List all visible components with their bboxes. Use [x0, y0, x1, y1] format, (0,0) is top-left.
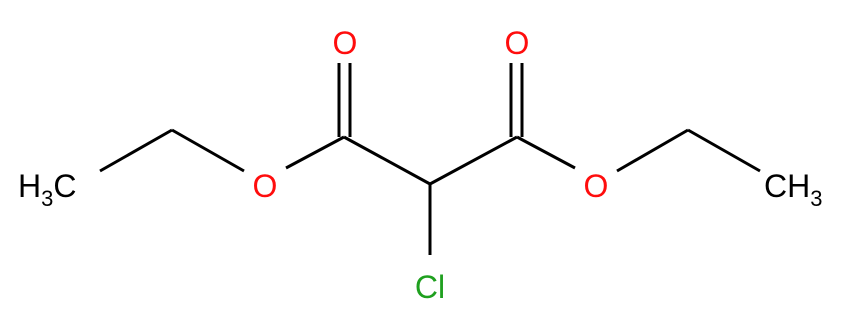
oxygen-carbonyl-right-label: O	[505, 25, 530, 61]
bond-c-ch-left	[343, 135, 431, 186]
oxygen-ester-left-label: O	[253, 168, 278, 204]
oxygen-carbonyl-left-label: O	[333, 25, 358, 61]
bond-o-c-left	[285, 135, 345, 170]
methyl-left-label: H3C	[18, 168, 76, 211]
bond-ch3-ch2-left	[99, 128, 173, 173]
bonds	[99, 63, 761, 255]
methyl-right-label: CH3	[764, 168, 822, 211]
bond-ch2-o-left	[171, 128, 245, 173]
bond-ch2-ch3-right	[687, 128, 761, 173]
chlorine-label: Cl	[415, 269, 445, 305]
bond-ch-c-right	[429, 135, 518, 186]
bond-c-o-right	[516, 135, 576, 170]
bond-o-ch2-right	[616, 128, 689, 173]
oxygen-ester-right-label: O	[584, 168, 609, 204]
